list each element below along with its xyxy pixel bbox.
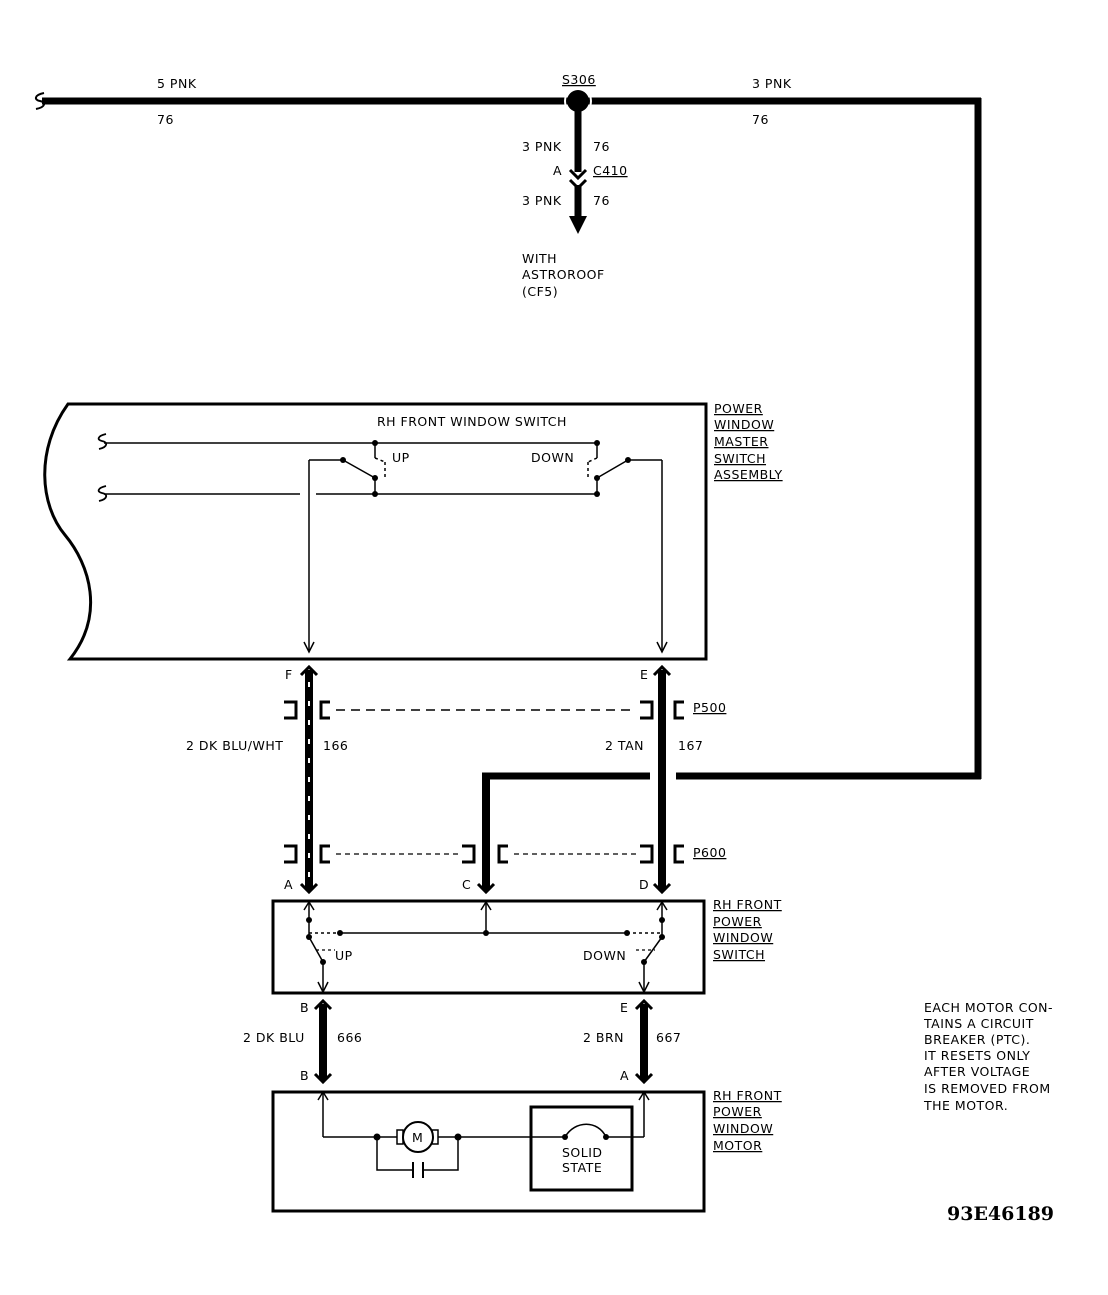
master-name-1: POWER — [714, 401, 763, 416]
note-line-4: IT RESETS ONLY — [924, 1048, 1030, 1063]
pin-e-label: E — [640, 667, 648, 682]
rh-pin-b-label: B — [300, 1000, 309, 1015]
master-down-label: DOWN — [531, 450, 574, 465]
wire-666-circuit-label: 666 — [337, 1030, 362, 1045]
astroroof-note-3: (CF5) — [522, 284, 558, 299]
pin-d-label: D — [639, 877, 649, 892]
motor-pin-a-label: A — [620, 1068, 629, 1083]
master-switch-outline — [43, 402, 708, 661]
p600-connector: P600 — [284, 844, 726, 864]
motor-pin-b-label: B — [300, 1068, 309, 1083]
astroroof-note-1: WITH — [522, 251, 557, 266]
rh-switch-name-4: SWITCH — [713, 947, 765, 962]
motor-name-3: WINDOW — [713, 1121, 773, 1136]
pin-a-label: A — [284, 877, 293, 892]
rh-pin-e-label: E — [620, 1000, 628, 1015]
master-up-label: UP — [392, 450, 410, 465]
motor-name-4: MOTOR — [713, 1138, 762, 1153]
figure-id: 93E46189 — [947, 1203, 1054, 1225]
master-name-5: ASSEMBLY — [714, 467, 783, 482]
top-feed: 5 PNK 76 S306 3 PNK 76 3 PNK 76 A C410 3… — [34, 72, 982, 780]
motor-name-1: RH FRONT — [713, 1088, 782, 1103]
master-switch-title: RH FRONT WINDOW SWITCH — [377, 414, 567, 429]
astroroof-arrow — [569, 216, 587, 234]
wire-167-circuit-label: 167 — [678, 738, 703, 753]
motor-symbol — [402, 1121, 434, 1153]
left-circuit-label: 76 — [157, 112, 174, 127]
wire-167-color-label: 2 TAN — [605, 738, 644, 753]
solid-state-label-1: SOLID — [562, 1145, 603, 1160]
master-switch-assembly: RH FRONT WINDOW SWITCH UP DOWN — [43, 401, 783, 661]
pin-f-label: F — [285, 667, 293, 682]
right-circuit-label: 76 — [752, 112, 769, 127]
c410-label: C410 — [593, 163, 628, 178]
rh-up-label: UP — [335, 948, 353, 963]
note-line-2: TAINS A CIRCUIT — [923, 1016, 1034, 1031]
motor-wires: B E 2 DK BLU 666 2 BRN 667 B A — [243, 998, 681, 1085]
master-name-4: SWITCH — [714, 451, 766, 466]
note-line-6: IS REMOVED FROM — [924, 1081, 1051, 1096]
down-circuit-label-1: 76 — [593, 139, 610, 154]
note-line-1: EACH MOTOR CON- — [924, 1000, 1053, 1015]
rh-switch-name-1: RH FRONT — [713, 897, 782, 912]
wire-166-color-label: 2 DK BLU/WHT — [186, 738, 283, 753]
down-circuit-label-2: 76 — [593, 193, 610, 208]
rh-switch-outline — [271, 899, 706, 995]
master-name-3: MASTER — [714, 434, 769, 449]
splice-s306-dot — [567, 90, 589, 112]
p500-connector: P500 — [284, 700, 726, 720]
harness: F E P500 2 DK BLU/WHT 166 2 TAN 167 — [186, 664, 726, 895]
motor-name-2: POWER — [713, 1104, 762, 1119]
motor-symbol-label: M — [412, 1130, 423, 1145]
master-name-2: WINDOW — [714, 417, 774, 432]
pin-c-label: C — [462, 877, 471, 892]
wire-166-circuit-label: 166 — [323, 738, 348, 753]
rh-down-label: DOWN — [583, 948, 626, 963]
note-line-3: BREAKER (PTC). — [924, 1032, 1030, 1047]
p600-label: P600 — [693, 845, 726, 860]
motor-outline — [271, 1090, 706, 1213]
ptc-note: EACH MOTOR CON- TAINS A CIRCUIT BREAKER … — [923, 1000, 1053, 1113]
rh-front-motor: M SOLID STATE RH FRONT POWER WINDOW MOTO… — [271, 1088, 782, 1213]
splice-label: S306 — [562, 72, 596, 87]
wire-666-color-label: 2 DK BLU — [243, 1030, 305, 1045]
rh-front-switch: UP DOWN RH FRONT POWER WINDOW SWITCH — [271, 897, 782, 995]
wire-break-symbol — [34, 92, 46, 110]
p500-label: P500 — [693, 700, 726, 715]
solid-state-breaker — [529, 1105, 634, 1192]
solid-state-label-2: STATE — [562, 1160, 602, 1175]
wire-667-color-label: 2 BRN — [583, 1030, 624, 1045]
note-line-7: THE MOTOR. — [923, 1098, 1008, 1113]
right-wire-label: 3 PNK — [752, 76, 792, 91]
rh-switch-name-3: WINDOW — [713, 930, 773, 945]
c410-connector — [568, 168, 588, 181]
wire-667-circuit-label: 667 — [656, 1030, 681, 1045]
down-wire-label-1: 3 PNK — [522, 139, 562, 154]
rh-switch-name-2: POWER — [713, 914, 762, 929]
down-wire-label-2: 3 PNK — [522, 193, 562, 208]
note-line-5: AFTER VOLTAGE — [924, 1064, 1030, 1079]
c410-pin-label: A — [553, 163, 562, 178]
astroroof-note-2: ASTROROOF — [522, 267, 605, 282]
left-wire-label: 5 PNK — [157, 76, 197, 91]
